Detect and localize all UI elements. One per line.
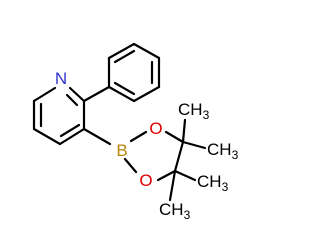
- methyl-label: CH3: [197, 172, 229, 194]
- atom-label-boron: B: [116, 141, 127, 160]
- bond: [32, 127, 62, 146]
- structure-diagram: N B O O CH3 CH3 CH3 CH3: [32, 42, 239, 222]
- pyridine-ring: [32, 86, 86, 146]
- bond: [32, 86, 57, 103]
- bond: [181, 140, 207, 150]
- bond: [181, 118, 187, 144]
- bond: [107, 85, 136, 103]
- atom-label-oxygen-bottom: O: [139, 171, 152, 190]
- methyl-bonds: [168, 118, 207, 202]
- methyl-label: CH3: [159, 200, 191, 222]
- bond-double-inner: [113, 81, 136, 96]
- bond-double-inner: [59, 123, 81, 138]
- dioxaborolane-ring: [123, 130, 185, 182]
- bond: [132, 85, 161, 103]
- bond-o-c: [164, 130, 185, 144]
- bond-double-inner: [65, 93, 79, 107]
- bond: [58, 127, 86, 146]
- phenyl-ring: [82, 42, 161, 103]
- bond-double-inner: [113, 49, 136, 64]
- bond: [173, 169, 197, 182]
- bond: [107, 42, 136, 60]
- bond: [68, 86, 86, 103]
- molecule-drawing: N B O O CH3 CH3 CH3 CH3: [32, 42, 239, 222]
- bond: [168, 169, 177, 202]
- bond-b-o: [129, 130, 148, 143]
- atom-label-nitrogen: N: [55, 69, 67, 88]
- bond-c-c: [173, 140, 185, 173]
- bond: [132, 42, 161, 60]
- bond: [82, 85, 111, 103]
- bond: [82, 127, 112, 146]
- atom-label-oxygen-top: O: [149, 119, 162, 138]
- methyl-label: CH3: [207, 140, 239, 162]
- bond-b-o: [123, 157, 138, 174]
- methyl-label: CH3: [178, 100, 210, 122]
- bond-c-o: [156, 169, 177, 182]
